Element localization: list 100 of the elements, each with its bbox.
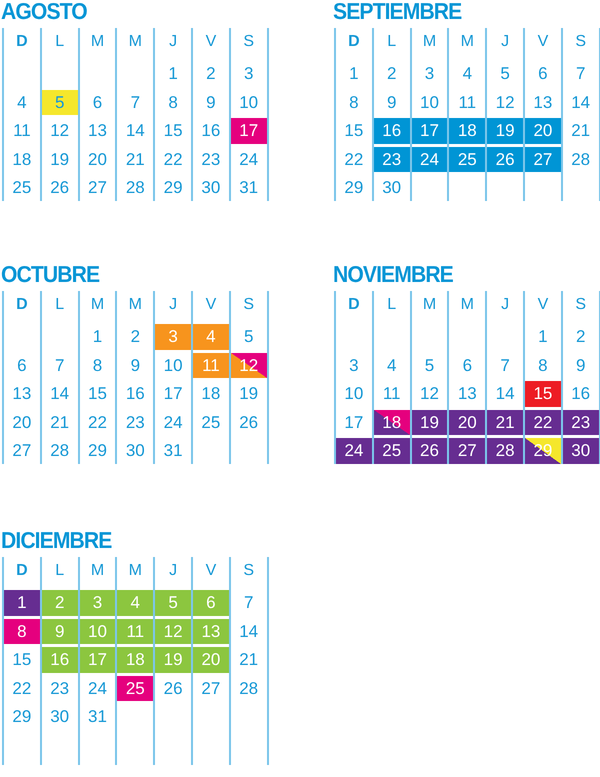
- day-number: 20: [12, 412, 32, 434]
- day-number: 1: [168, 63, 178, 85]
- weekday-header: L: [386, 32, 398, 52]
- day-number: 16: [201, 120, 220, 142]
- weekday-header: M: [90, 295, 106, 315]
- day-number: 7: [500, 354, 510, 377]
- day-number: 27: [88, 177, 107, 200]
- day-number: 5: [500, 63, 510, 85]
- day-number: 27: [201, 678, 220, 700]
- day-number: 9: [206, 92, 216, 114]
- day-number: 7: [576, 63, 586, 85]
- highlighted-day: 17: [80, 647, 116, 673]
- highlighted-day: 20: [193, 647, 229, 673]
- day-number: 9: [386, 92, 396, 114]
- weekday-header: J: [168, 561, 178, 581]
- weekday-header: L: [54, 32, 66, 52]
- weekday-header: M: [90, 32, 106, 52]
- day-number: 21: [239, 649, 258, 672]
- weekday-header: M: [128, 295, 143, 315]
- highlighted-day: 4: [193, 324, 229, 350]
- day-number: 7: [244, 592, 254, 614]
- highlighted-day: 25: [374, 438, 410, 464]
- day-number: 26: [50, 177, 70, 200]
- day-number: 4: [17, 92, 27, 114]
- weekday-header: S: [242, 295, 256, 315]
- day-number: 16: [126, 383, 145, 406]
- day-number: 2: [206, 63, 216, 85]
- day-number: 17: [344, 412, 364, 434]
- day-number: 22: [12, 678, 32, 700]
- weekday-header: S: [574, 32, 588, 52]
- highlighted-day: 24: [412, 146, 448, 172]
- highlighted-day: 11: [193, 352, 229, 378]
- day-number: 6: [92, 92, 102, 114]
- highlighted-day: 20: [449, 410, 486, 436]
- highlighted-day: 13: [193, 618, 229, 644]
- day-number: 10: [344, 383, 364, 406]
- highlighted-day: 3: [155, 324, 191, 350]
- day-number: 6: [538, 63, 548, 85]
- day-number: 31: [88, 706, 107, 728]
- month-title: NOVIEMBRE: [333, 261, 453, 288]
- day-number: 5: [244, 326, 254, 348]
- day-number: 12: [496, 92, 515, 114]
- day-number: 21: [126, 148, 145, 171]
- highlighted-day: 17: [230, 118, 267, 144]
- day-number: 15: [344, 120, 364, 142]
- day-number: 1: [92, 326, 102, 348]
- day-number: 14: [50, 383, 70, 406]
- highlighted-day: 5: [42, 90, 78, 116]
- highlighted-day: 3: [80, 590, 116, 616]
- day-number: 26: [164, 678, 183, 700]
- day-number: 22: [164, 148, 183, 171]
- day-number: 11: [458, 92, 476, 114]
- day-number: 3: [244, 63, 254, 85]
- day-number: 28: [239, 678, 258, 700]
- highlighted-day: 17: [412, 118, 448, 144]
- day-number: 25: [201, 412, 220, 434]
- weekday-header: L: [386, 295, 398, 315]
- day-number: 30: [201, 177, 220, 200]
- weekday-header: M: [90, 561, 106, 581]
- weekday-header: M: [422, 295, 438, 315]
- weekday-header: J: [168, 295, 178, 315]
- highlighted-day: 27: [525, 146, 561, 172]
- day-number: 26: [239, 412, 258, 434]
- day-number: 18: [12, 148, 32, 171]
- day-number: 1: [538, 326, 548, 348]
- weekday-header: D: [15, 295, 29, 315]
- highlighted-day: 28: [487, 438, 523, 464]
- day-number: 11: [13, 120, 31, 142]
- highlighted-day: 8: [4, 618, 40, 644]
- highlighted-day: 15: [525, 381, 561, 407]
- day-number: 12: [50, 120, 70, 142]
- day-number: 19: [239, 383, 258, 406]
- weekday-header: D: [347, 295, 361, 315]
- weekday-header: M: [128, 561, 143, 581]
- highlighted-day: 20: [525, 118, 561, 144]
- highlighted-day: 2: [42, 590, 78, 616]
- day-number: 8: [349, 92, 359, 114]
- highlighted-day: 1: [4, 590, 40, 616]
- month-title: AGOSTO: [1, 0, 87, 25]
- day-number: 15: [164, 120, 183, 142]
- day-number: 7: [54, 354, 64, 377]
- day-number: 22: [88, 412, 107, 434]
- day-number: 2: [386, 63, 396, 85]
- day-number: 24: [239, 148, 258, 171]
- day-number: 21: [50, 412, 70, 434]
- day-number: 29: [12, 706, 32, 728]
- highlighted-day: 24: [336, 438, 372, 464]
- day-number: 30: [382, 177, 402, 200]
- weekday-header: J: [500, 32, 510, 52]
- day-number: 9: [576, 354, 586, 377]
- day-number: 18: [201, 383, 220, 406]
- day-number: 10: [164, 354, 183, 377]
- weekday-header: V: [204, 561, 218, 581]
- weekday-header: M: [460, 295, 475, 315]
- day-number: 20: [88, 148, 107, 171]
- day-number: 23: [50, 678, 70, 700]
- highlighted-day: 23: [374, 146, 410, 172]
- weekday-header: S: [242, 32, 256, 52]
- day-number: 19: [50, 148, 70, 171]
- day-number: 7: [130, 92, 140, 114]
